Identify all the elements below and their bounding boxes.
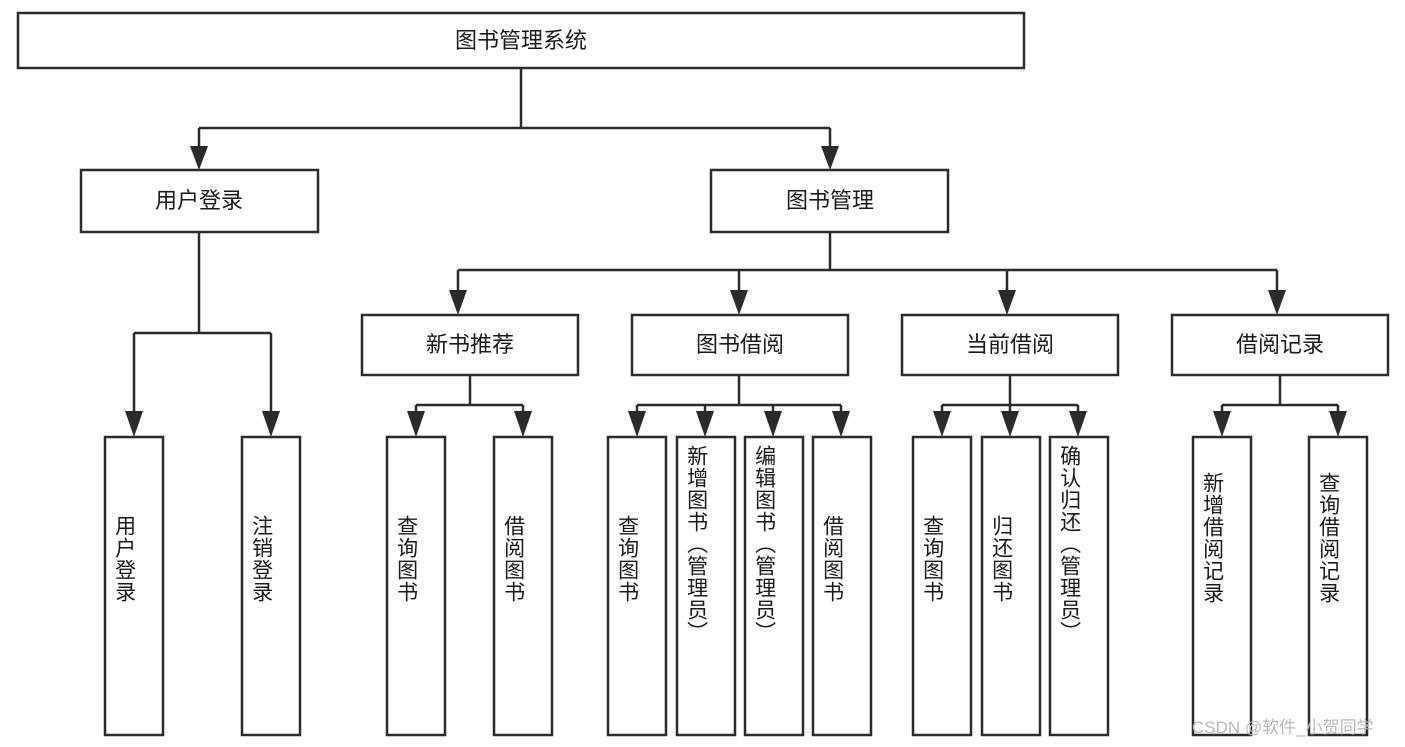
arrow-head-leaf-query-book-3	[933, 411, 951, 437]
node-current-borrow-label: 当前借阅	[966, 332, 1054, 357]
leaf-box-borrow-book-2[interactable]	[811, 435, 873, 737]
node-book-manage[interactable]: 图书管理	[709, 168, 950, 234]
connector-book-manage-to-level3	[449, 232, 1286, 315]
node-user-login-label: 用户登录	[155, 188, 243, 213]
arrow-head-leaf-query-record	[1329, 411, 1347, 437]
leaf-box-edit-book[interactable]	[743, 435, 805, 737]
leaf-box-query-book-1[interactable]	[385, 435, 447, 737]
arrow-head-leaf-borrow-book-1	[514, 411, 532, 437]
connector-borrow-record-to-leaves	[1213, 375, 1347, 437]
arrow-head-leaf-query-book-1	[407, 411, 425, 437]
arrow-head-user-login	[190, 146, 208, 170]
node-current-borrow[interactable]: 当前借阅	[900, 313, 1120, 377]
arrow-head-leaf-user-login	[125, 411, 143, 437]
arrow-head-leaf-add-book	[696, 411, 714, 437]
arrow-head-current-borrow	[998, 290, 1016, 315]
leaf-box-user-logout[interactable]	[240, 435, 302, 737]
connector-new-book-to-leaves	[407, 375, 532, 437]
arrow-head-leaf-borrow-book-2	[832, 411, 850, 437]
node-user-login[interactable]: 用户登录	[79, 168, 320, 234]
node-book-borrow-label: 图书借阅	[696, 332, 784, 357]
connector-current-borrow-to-leaves	[933, 375, 1087, 437]
node-borrow-record-box[interactable]	[1170, 313, 1390, 377]
leaf-box-return-book[interactable]	[980, 435, 1042, 737]
arrow-head-leaf-edit-book	[764, 411, 782, 437]
node-book-manage-box[interactable]	[709, 168, 950, 234]
arrow-head-leaf-query-book-2	[628, 411, 646, 437]
node-borrow-record-label: 借阅记录	[1236, 332, 1324, 357]
connector-user-login-to-leaves	[125, 232, 280, 437]
node-book-borrow-box[interactable]	[630, 313, 850, 377]
leaf-box-add-book[interactable]	[675, 435, 737, 737]
node-new-book-recommend-label: 新书推荐	[426, 332, 514, 357]
arrow-head-book-manage	[821, 146, 839, 170]
node-root[interactable]: 图书管理系统	[16, 11, 1026, 70]
leaf-box-query-record[interactable]	[1307, 435, 1369, 737]
arrow-head-borrow-record	[1268, 290, 1286, 315]
node-book-manage-label: 图书管理	[786, 188, 874, 213]
connector-root-to-level2	[190, 68, 839, 170]
arrow-head-book-borrow	[730, 290, 748, 315]
arrow-head-leaf-confirm-return	[1069, 411, 1087, 437]
node-book-borrow[interactable]: 图书借阅	[630, 313, 850, 377]
node-user-login-box[interactable]	[79, 168, 320, 234]
leaf-box-user-login[interactable]	[103, 435, 165, 737]
arrow-head-leaf-add-record	[1213, 411, 1231, 437]
node-root-label: 图书管理系统	[455, 28, 587, 53]
arrow-head-leaf-user-logout	[262, 411, 280, 437]
node-current-borrow-box[interactable]	[900, 313, 1120, 377]
arrow-head-leaf-return-book	[1001, 411, 1019, 437]
node-borrow-record[interactable]: 借阅记录	[1170, 313, 1390, 377]
node-new-book-recommend[interactable]: 新书推荐	[360, 313, 580, 377]
connector-book-borrow-to-leaves	[628, 375, 850, 437]
leaf-box-query-book-3[interactable]	[911, 435, 973, 737]
arrow-head-new-book	[449, 290, 467, 315]
leaf-box-query-book-2[interactable]	[606, 435, 668, 737]
node-root-box[interactable]	[16, 11, 1026, 70]
csdn-watermark: CSDN @软件_小贺同学	[1192, 718, 1374, 737]
leaf-box-confirm-return[interactable]	[1048, 435, 1110, 737]
leaf-box-add-record[interactable]	[1191, 435, 1253, 737]
node-new-book-recommend-box[interactable]	[360, 313, 580, 377]
leaf-box-borrow-book-1[interactable]	[492, 435, 554, 737]
